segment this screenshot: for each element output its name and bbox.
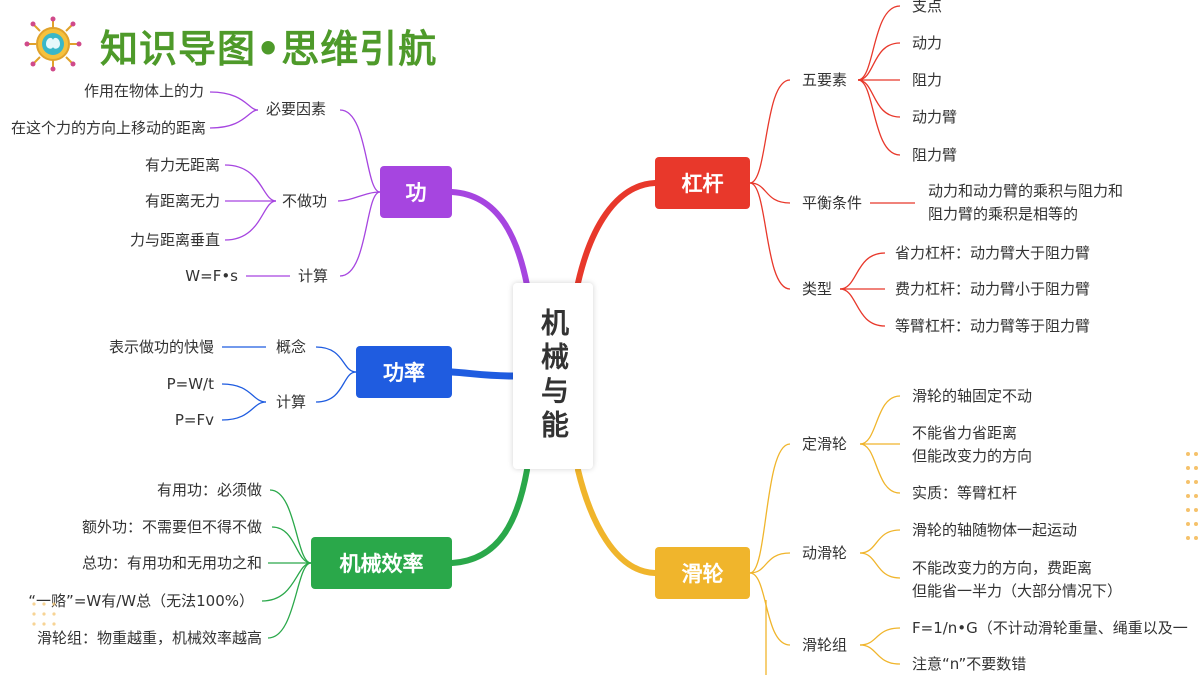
branch-xiaolv[interactable]: 机械效率 (311, 537, 452, 589)
gong-buzuogong-item-3[interactable]: 力与距离垂直 (129, 231, 220, 249)
branch-gonglv-label: 功率 (383, 361, 425, 385)
center-node-label: 机械与能 (537, 308, 570, 444)
xiaolv-item-1[interactable]: 有用功：必须做 (156, 481, 262, 499)
gangan-wuyaosu-item-4[interactable]: 动力臂 (912, 108, 958, 126)
gangan-leixing-item-2[interactable]: 费力杠杆：动力臂小于阻力臂 (895, 280, 1091, 298)
branch-hualun[interactable]: 滑轮 (655, 547, 750, 599)
hualun-zu[interactable]: 滑轮组 (802, 636, 848, 654)
gong-biyao-item-1[interactable]: 作用在物体上的力 (83, 82, 204, 100)
branch-gangan[interactable]: 杠杆 (655, 157, 750, 209)
hualun-dong-item-1[interactable]: 滑轮的轴随物体一起运动 (912, 521, 1078, 539)
gong-buzuogong[interactable]: 不做功 (282, 192, 328, 210)
gangan-wuyaosu-item-3[interactable]: 阻力 (912, 71, 943, 89)
hualun-ding-item-2[interactable]: 不能省力省距离 (912, 424, 1018, 442)
branch-gong[interactable]: 功 (380, 166, 452, 218)
hualun-zu-item-2[interactable]: 注意“n”不要数错 (912, 655, 1027, 673)
branch-hualun-label: 滑轮 (681, 562, 724, 586)
gangan-wuyaosu-item-1[interactable]: 支点 (912, 0, 943, 15)
branch-gangan-label: 杠杆 (681, 172, 724, 196)
gangan-leixing[interactable]: 类型 (802, 280, 833, 298)
dot-grid-decoration-left (32, 602, 56, 626)
connector-hualun (575, 467, 658, 576)
branch-xiaolv-label: 机械效率 (339, 552, 424, 576)
gong-buzuogong-item-2[interactable]: 有距离无力 (144, 192, 220, 210)
connector-xiaolv (449, 467, 530, 566)
hualun-dong-item-3[interactable]: 但能省一半力（大部分情况下） (912, 582, 1123, 600)
xiaolv-item-4[interactable]: “一赂”=W有/W总（无法100%） (28, 592, 254, 610)
xiaolv-item-2[interactable]: 额外功：不需要但不得不做 (81, 518, 262, 536)
gangan-pingheng-line-1[interactable]: 动力和动力臂的乘积与阻力和 (928, 182, 1124, 200)
gonglv-gainian-item[interactable]: 表示做功的快慢 (108, 338, 214, 356)
hualun-ding-item-4[interactable]: 实质：等臂杠杆 (912, 484, 1018, 502)
gong-biyao-item-2[interactable]: 在这个力的方向上移动的距离 (10, 119, 206, 137)
xiaolv-item-3[interactable]: 总功：有用功和无用功之和 (81, 554, 262, 572)
hualun-dong[interactable]: 动滑轮 (802, 544, 848, 562)
branch-gong-label: 功 (405, 181, 427, 205)
gong-biyao[interactable]: 必要因素 (266, 100, 327, 118)
gong-jisuan[interactable]: 计算 (298, 267, 329, 285)
gonglv-jisuan[interactable]: 计算 (276, 393, 307, 411)
gangan-pingheng[interactable]: 平衡条件 (802, 194, 863, 212)
gangan-wuyaosu-item-5[interactable]: 阻力臂 (912, 146, 958, 164)
gonglv-jisuan-item-2[interactable]: P=Fv (174, 411, 214, 429)
gangan-leixing-item-3[interactable]: 等臂杠杆：动力臂等于阻力臂 (895, 317, 1091, 335)
connector-gong (449, 189, 530, 288)
center-node[interactable]: 机械与能 (513, 283, 593, 469)
hualun-ding-item-1[interactable]: 滑轮的轴固定不动 (912, 387, 1033, 405)
hualun-dong-item-2[interactable]: 不能改变力的方向，费距离 (912, 559, 1093, 577)
gong-jisuan-item[interactable]: W=F•s (185, 267, 238, 285)
hualun-zu-item-1[interactable]: F=1/n•G（不计动滑轮重量、绳重以及一 (912, 619, 1188, 637)
hualun-ding[interactable]: 定滑轮 (802, 435, 848, 453)
connector-gangan (575, 180, 658, 286)
hualun-ding-item-3[interactable]: 但能改变力的方向 (912, 447, 1033, 465)
gong-buzuogong-item-1[interactable]: 有力无距离 (144, 156, 220, 174)
xiaolv-item-5[interactable]: 滑轮组：物重越重，机械效率越高 (36, 629, 262, 647)
gonglv-gainian[interactable]: 概念 (276, 338, 307, 356)
branch-gonglv[interactable]: 功率 (356, 346, 452, 398)
gangan-pingheng-line-2[interactable]: 阻力臂的乘积是相等的 (928, 205, 1079, 223)
gangan-wuyaosu[interactable]: 五要素 (802, 71, 848, 89)
connector-gonglv (448, 368, 517, 380)
gangan-leixing-item-1[interactable]: 省力杠杆：动力臂大于阻力臂 (895, 244, 1091, 262)
page-title: 知识导图•思维引航 (100, 27, 438, 71)
gonglv-jisuan-item-1[interactable]: P=W/t (166, 375, 214, 393)
gangan-wuyaosu-item-2[interactable]: 动力 (912, 34, 943, 52)
brain-logo-icon (24, 16, 82, 72)
dot-grid-decoration-right (1186, 452, 1198, 540)
